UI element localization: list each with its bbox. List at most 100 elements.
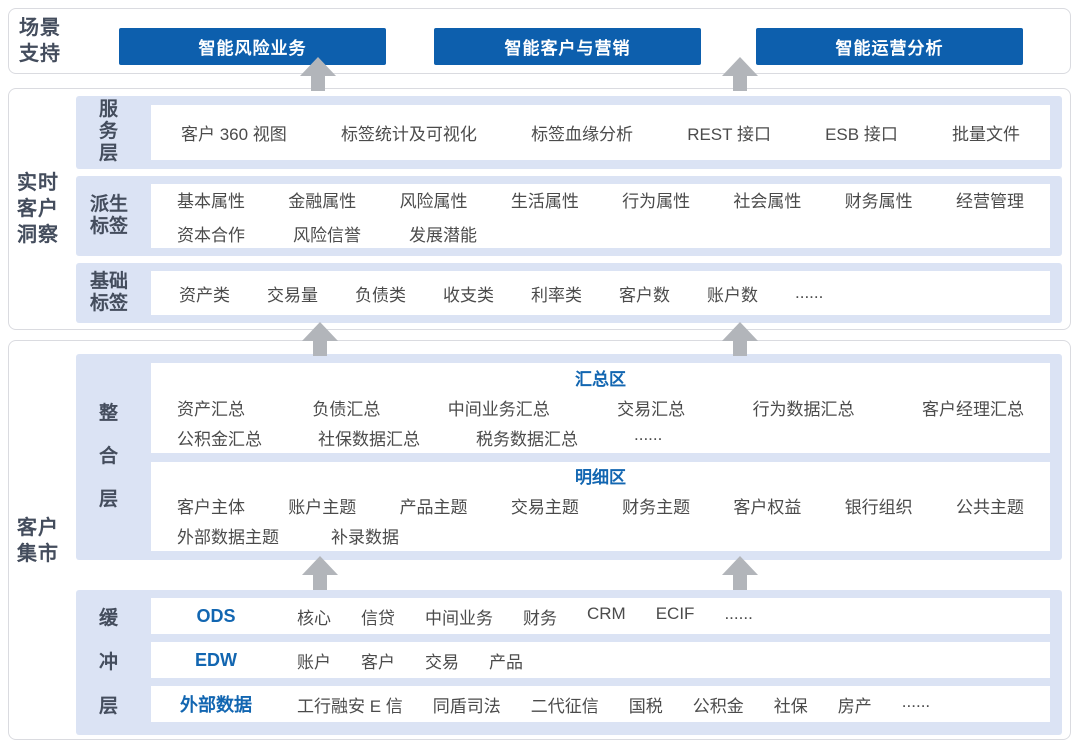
summary-item: 客户经理汇总 (921, 399, 1024, 419)
buffer-key-ods: ODS (196, 605, 236, 626)
summary-item: 负债汇总 (312, 399, 381, 419)
derived-tag: 经营管理 (955, 191, 1024, 211)
service-item: 客户 360 视图 (181, 125, 287, 144)
service-layer-items: 客户 360 视图 标签统计及可视化 标签血缘分析 REST 接口 ESB 接口 批量文件 (151, 105, 1050, 160)
buffer-item: 二代征信 (530, 696, 599, 716)
integration-layer-panel: 整合层 汇总区 资产汇总 负债汇总 中间业务汇总 交易汇总 行为数据汇总 客户经理汇总 公… (76, 354, 1062, 560)
basic-tags-label: 基础标签 (89, 271, 128, 314)
derived-tag: 金融属性 (288, 191, 357, 211)
service-layer-panel: 服务层 客户 360 视图 标签统计及可视化 标签血缘分析 REST 接口 ESB 接口… (76, 96, 1062, 169)
service-item: 标签血缘分析 (531, 125, 634, 144)
up-arrow-icon (722, 556, 758, 590)
summary-item: 社保数据汇总 (318, 429, 420, 449)
buffer-item: 信贷 (361, 608, 395, 628)
service-item: ESB 接口 (825, 125, 898, 144)
button-smart-operation-analysis[interactable]: 智能运营分析 (756, 28, 1023, 65)
buffer-item: 账户 (297, 652, 331, 672)
derived-tags-label: 派生标签 (89, 194, 128, 237)
buffer-item: 同盾司法 (432, 696, 501, 716)
service-item: 标签统计及可视化 (340, 125, 477, 144)
scenario-support-section: 场景支持 智能风险业务 智能客户与营销 智能运营分析 (8, 8, 1071, 74)
buffer-layer-label: 缓冲层 (98, 608, 118, 717)
detail-zone-row2: 外部数据主题补录数据 (151, 523, 1050, 548)
buffer-row-ods-items: 核心 信贷 中间业务 财务 CRM ECIF...... (297, 604, 753, 629)
derived-tag: 风险属性 (399, 191, 468, 211)
buffer-row-edw: EDW 账户客户交易产品 (151, 642, 1050, 678)
buffer-item: 公积金 (692, 696, 744, 716)
detail-item: 客户主体 (177, 498, 245, 517)
detail-item: 外部数据主题 (177, 528, 279, 547)
derived-tag: 财务属性 (844, 191, 913, 211)
detail-item: 公共主题 (955, 498, 1024, 517)
basic-tag: 负债类 (355, 285, 406, 305)
summary-item: 税务数据汇总 (476, 429, 578, 449)
detail-item: 财务主题 (622, 498, 691, 517)
basic-tags-panel: 基础标签 资产类交易量负债类收支类利率类客户数账户数...... (76, 263, 1062, 323)
summary-item: 中间业务汇总 (447, 399, 550, 419)
basic-tag: ...... (795, 283, 824, 302)
summary-item: 行为数据汇总 (752, 399, 855, 419)
detail-item: 产品主题 (399, 498, 468, 517)
button-smart-customer-marketing[interactable]: 智能客户与营销 (434, 28, 701, 65)
buffer-item: 中间业务 (425, 608, 493, 628)
derived-tags-row2: 资本合作风险信誉发展潜能 (151, 221, 1050, 246)
summary-item: 资产汇总 (177, 399, 245, 419)
scenario-support-label: 场景支持 (19, 17, 61, 65)
detail-item: 银行组织 (844, 498, 913, 517)
detail-item: 客户权益 (733, 498, 802, 517)
buffer-item: 房产 (837, 696, 872, 716)
up-arrow-icon (722, 322, 758, 356)
realtime-insight-section: 实时客户洞察 服务层 客户 360 视图 标签统计及可视化 标签血缘分析 REST 接… (8, 88, 1071, 330)
buffer-item: 国税 (628, 696, 663, 716)
derived-tag: 发展潜能 (409, 225, 477, 245)
buffer-layer-panel: 缓冲层 ODS 核心 信贷 中间业务 财务 CRM ECIF...... EDW 账户客户… (76, 590, 1062, 735)
basic-tag: 账户数 (707, 285, 758, 305)
basic-tags-items: 资产类交易量负债类收支类利率类客户数账户数...... (151, 271, 1050, 315)
service-layer-label: 服务层 (98, 99, 118, 164)
buffer-item: ECIF (655, 603, 695, 623)
detail-item: 账户主题 (288, 498, 357, 517)
derived-tag: 行为属性 (622, 191, 691, 211)
basic-tag: 利率类 (531, 285, 582, 305)
summary-item: ...... (634, 424, 663, 444)
buffer-row-external: 外部数据 工行融安 E 信 同盾司法 二代征信 国税 公积金 社保 房产...... (151, 686, 1050, 722)
buffer-item: 产品 (489, 652, 523, 672)
summary-zone-row1: 资产汇总 负债汇总 中间业务汇总 交易汇总 行为数据汇总 客户经理汇总 (151, 395, 1050, 420)
buffer-row-edw-items: 账户客户交易产品 (297, 648, 523, 673)
summary-item: 交易汇总 (617, 399, 686, 419)
derived-tag: 社会属性 (733, 191, 802, 211)
basic-tag: 收支类 (443, 285, 494, 305)
derived-tags-panel: 派生标签 基本属性金融属性风险属性生活属性行为属性社会属性财务属性经营管理 资本… (76, 176, 1062, 256)
detail-zone-title: 明细区 (575, 468, 626, 487)
buffer-key-external-data: 外部数据 (180, 695, 252, 715)
buffer-item: CRM (587, 603, 626, 623)
buffer-item: 工行融安 E 信 (297, 696, 403, 716)
buffer-key-edw: EDW (195, 649, 237, 670)
summary-zone-title: 汇总区 (575, 369, 626, 389)
up-arrow-icon (302, 556, 338, 590)
button-smart-risk[interactable]: 智能风险业务 (119, 28, 386, 65)
buffer-item: ...... (901, 691, 931, 711)
summary-item: 公积金汇总 (177, 429, 262, 449)
derived-tag: 基本属性 (177, 191, 245, 211)
buffer-row-external-items: 工行融安 E 信 同盾司法 二代征信 国税 公积金 社保 房产...... (297, 692, 930, 717)
summary-zone-box: 汇总区 资产汇总 负债汇总 中间业务汇总 交易汇总 行为数据汇总 客户经理汇总 公积金汇总… (151, 363, 1050, 453)
derived-tag: 生活属性 (510, 191, 579, 211)
integration-layer-label: 整合层 (98, 403, 118, 510)
realtime-insight-label: 实时客户洞察 (17, 172, 59, 246)
buffer-item: 财务 (523, 608, 557, 628)
detail-zone-row1: 客户主体账户主题产品主题交易主题财务主题客户权益银行组织公共主题 (151, 493, 1050, 518)
summary-zone-row2: 公积金汇总 社保数据汇总 税务数据汇总...... (151, 425, 1050, 450)
up-arrow-icon (722, 57, 758, 91)
service-item: 批量文件 (951, 125, 1020, 144)
service-item: REST 接口 (687, 125, 771, 144)
buffer-item: 社保 (773, 696, 808, 716)
derived-tag: 风险信誉 (293, 225, 361, 245)
basic-tag: 交易量 (267, 285, 318, 305)
buffer-item: ...... (724, 603, 753, 623)
buffer-item: 核心 (297, 608, 331, 628)
buffer-row-ods: ODS 核心 信贷 中间业务 财务 CRM ECIF...... (151, 598, 1050, 634)
customer-mart-section: 客户集市 整合层 汇总区 资产汇总负债汇总中间业务汇总交易汇总行为数据汇总客户经… (8, 340, 1071, 740)
up-arrow-icon (300, 57, 336, 91)
